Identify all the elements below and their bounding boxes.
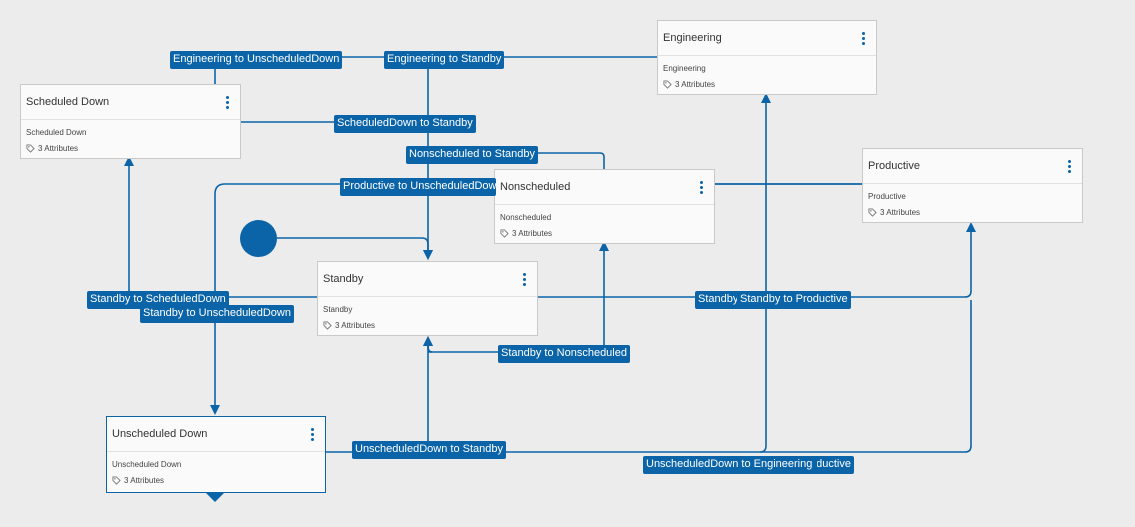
transition-label-engineering-to-unscheduleddown[interactable]: Engineering to UnscheduledDown — [170, 51, 343, 69]
node-subtitle: Productive — [868, 192, 906, 201]
transition-label-standby-to-productive[interactable]: Standby to Productive — [737, 291, 851, 309]
node-header: Productive — [863, 149, 1082, 184]
state-node-standby[interactable]: Standby Standby 3 Attributes — [317, 261, 538, 336]
transition-label-unscheduleddown-to-engineering[interactable]: UnscheduledDown to Engineering — [643, 456, 817, 474]
transition-label-unscheduleddown-to-standby[interactable]: UnscheduledDown to Standby — [352, 441, 506, 459]
attributes-count: 3 Attributes — [38, 144, 79, 153]
tag-icon — [112, 476, 121, 485]
wire-standby-to-sched[interactable] — [124, 156, 136, 298]
state-node-unscheduled-down[interactable]: Unscheduled Down Unscheduled Down 3 Attr… — [106, 416, 326, 493]
wire-prod-to-unsched[interactable] — [210, 183, 862, 415]
more-options-icon[interactable] — [222, 95, 232, 109]
node-header: Engineering — [658, 21, 876, 56]
wire-nonsched-to-standby[interactable] — [428, 152, 605, 169]
transition-label-standby-to-nonscheduled[interactable]: Standby to Nonscheduled — [498, 345, 630, 363]
more-options-icon[interactable] — [696, 180, 706, 194]
node-header: Standby — [318, 262, 537, 297]
node-title: Productive — [868, 160, 920, 172]
wire-unsched-to-eng[interactable] — [759, 93, 771, 453]
more-options-icon[interactable] — [1064, 159, 1074, 173]
node-attributes: 3 Attributes — [500, 229, 714, 238]
node-header: Nonscheduled — [495, 170, 714, 205]
node-title: Standby — [323, 273, 364, 285]
node-title: Engineering — [663, 32, 722, 44]
state-node-productive[interactable]: Productive Productive 3 Attributes — [862, 148, 1083, 223]
state-node-nonscheduled[interactable]: Nonscheduled Nonscheduled 3 Attributes — [494, 169, 715, 244]
node-subtitle: Standby — [323, 305, 353, 314]
transition-label-standby-overlap[interactable]: Standby — [695, 291, 740, 309]
node-subtitle: Unscheduled Down — [112, 460, 182, 469]
tag-icon — [868, 208, 877, 217]
more-options-icon[interactable] — [519, 272, 529, 286]
node-subtitle: Scheduled Down — [26, 128, 87, 137]
node-title: Nonscheduled — [500, 181, 571, 193]
node-subtitle: Engineering — [663, 64, 706, 73]
transition-label-engineering-to-standby[interactable]: Engineering to Standby — [384, 51, 505, 69]
state-node-engineering[interactable]: Engineering Engineering 3 Attributes — [657, 20, 877, 95]
attributes-count: 3 Attributes — [512, 229, 553, 238]
node-title: Unscheduled Down — [112, 428, 208, 440]
wire-standby-to-prod[interactable] — [537, 222, 976, 298]
node-subtitle: Nonscheduled — [500, 213, 552, 222]
node-attributes: 3 Attributes — [868, 208, 1082, 217]
attributes-count: 3 Attributes — [124, 476, 165, 485]
attributes-count: 3 Attributes — [880, 208, 921, 217]
node-attributes: 3 Attributes — [323, 321, 537, 330]
tag-icon — [323, 321, 332, 330]
wire-unsched-out[interactable] — [326, 300, 972, 453]
start-node[interactable] — [240, 220, 277, 257]
node-header: Scheduled Down — [21, 85, 240, 120]
transition-label-scheduleddown-to-standby[interactable]: ScheduledDown to Standby — [334, 115, 476, 133]
transition-label-nonscheduled-to-standby[interactable]: Nonscheduled to Standby — [406, 146, 538, 164]
transition-label-standby-to-scheduleddown[interactable]: Standby to ScheduledDown — [87, 291, 229, 309]
node-attributes: 3 Attributes — [26, 144, 240, 153]
transition-label-productive-to-unscheduleddown[interactable]: Productive to UnscheduledDow — [340, 178, 496, 196]
node-attributes: 3 Attributes — [112, 476, 325, 485]
more-options-icon[interactable] — [858, 31, 868, 45]
node-expand-indicator[interactable] — [205, 492, 225, 502]
transition-label-unscheduleddown-to-productive[interactable]: ductive — [808, 456, 854, 474]
more-options-icon[interactable] — [307, 427, 317, 441]
attributes-count: 3 Attributes — [675, 80, 716, 89]
attributes-count: 3 Attributes — [335, 321, 376, 330]
node-header: Unscheduled Down — [107, 417, 325, 452]
node-attributes: 3 Attributes — [663, 80, 876, 89]
wire-start-to-standby[interactable] — [277, 237, 433, 260]
node-title: Scheduled Down — [26, 96, 110, 108]
tag-icon — [663, 80, 672, 89]
transition-label-standby-to-unscheduleddown[interactable]: Standby to UnscheduledDown — [140, 305, 294, 323]
tag-icon — [500, 229, 509, 238]
tag-icon — [26, 144, 35, 153]
state-node-scheduled-down[interactable]: Scheduled Down Scheduled Down 3 Attribut… — [20, 84, 241, 159]
